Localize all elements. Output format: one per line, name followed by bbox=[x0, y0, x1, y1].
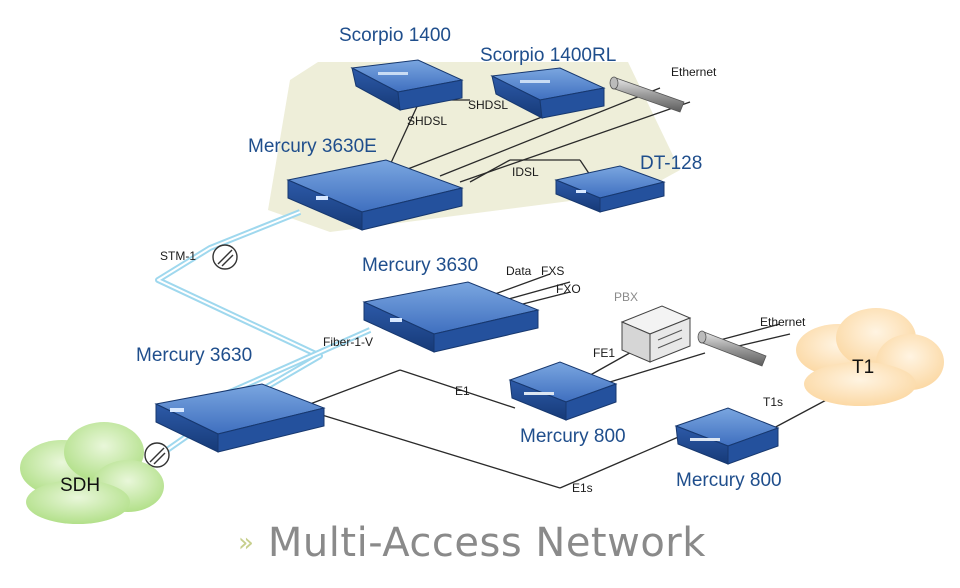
label-scorpio-1400rl: Scorpio 1400RL bbox=[480, 45, 616, 66]
label-e1s: E1s bbox=[572, 481, 593, 495]
t1-cloud bbox=[796, 308, 944, 406]
label-shdsl-1: SHDSL bbox=[468, 98, 508, 112]
label-mercury-800-a: Mercury 800 bbox=[520, 426, 626, 447]
label-data: Data bbox=[506, 264, 532, 278]
label-fe1: FE1 bbox=[593, 346, 615, 360]
connection-lines bbox=[309, 87, 831, 489]
mercury-800-a-device bbox=[508, 361, 618, 421]
sdh-cloud bbox=[20, 422, 164, 524]
scorpio-1400rl-device bbox=[490, 67, 606, 119]
dt-128-device bbox=[554, 165, 666, 213]
label-stm1: STM-1 bbox=[160, 249, 196, 263]
label-dt-128: DT-128 bbox=[640, 153, 702, 174]
footer-title: Multi-Access Network bbox=[267, 520, 706, 566]
label-sdh: SDH bbox=[60, 475, 100, 496]
chevron-icon: » bbox=[238, 528, 254, 558]
label-shdsl-2: SHDSL bbox=[407, 114, 447, 128]
label-scorpio-1400: Scorpio 1400 bbox=[339, 25, 451, 46]
label-mercury-3630e: Mercury 3630E bbox=[248, 136, 377, 157]
ethernet-pipe-top bbox=[609, 76, 685, 113]
mercury-3630-mid-device bbox=[362, 281, 540, 353]
label-fxs: FXS bbox=[541, 264, 564, 278]
mercury-800-b-device bbox=[674, 407, 780, 465]
footer-title-bar: » Multi-Access Network bbox=[238, 515, 706, 571]
label-ethernet-top: Ethernet bbox=[671, 65, 717, 79]
mercury-3630-left-device bbox=[154, 383, 326, 453]
label-t1: T1 bbox=[852, 357, 874, 378]
label-mercury-3630-left: Mercury 3630 bbox=[136, 345, 252, 366]
label-mercury-3630-mid: Mercury 3630 bbox=[362, 255, 478, 276]
label-e1: E1 bbox=[455, 384, 470, 398]
ethernet-pipe-right bbox=[697, 330, 767, 367]
optical-connector-icon bbox=[144, 442, 170, 468]
label-t1s: T1s bbox=[763, 395, 783, 409]
label-fiber: Fiber-1-V bbox=[323, 335, 373, 349]
pbx-device bbox=[620, 305, 692, 363]
mercury-3630e-device bbox=[286, 159, 464, 231]
label-ethernet-right: Ethernet bbox=[760, 315, 806, 329]
label-idsl: IDSL bbox=[512, 165, 539, 179]
label-pbx: PBX bbox=[614, 290, 638, 304]
scorpio-1400-device bbox=[350, 59, 464, 111]
optical-connector-icon bbox=[212, 244, 238, 270]
label-mercury-800-b: Mercury 800 bbox=[676, 470, 782, 491]
label-fxo: FXO bbox=[556, 282, 581, 296]
